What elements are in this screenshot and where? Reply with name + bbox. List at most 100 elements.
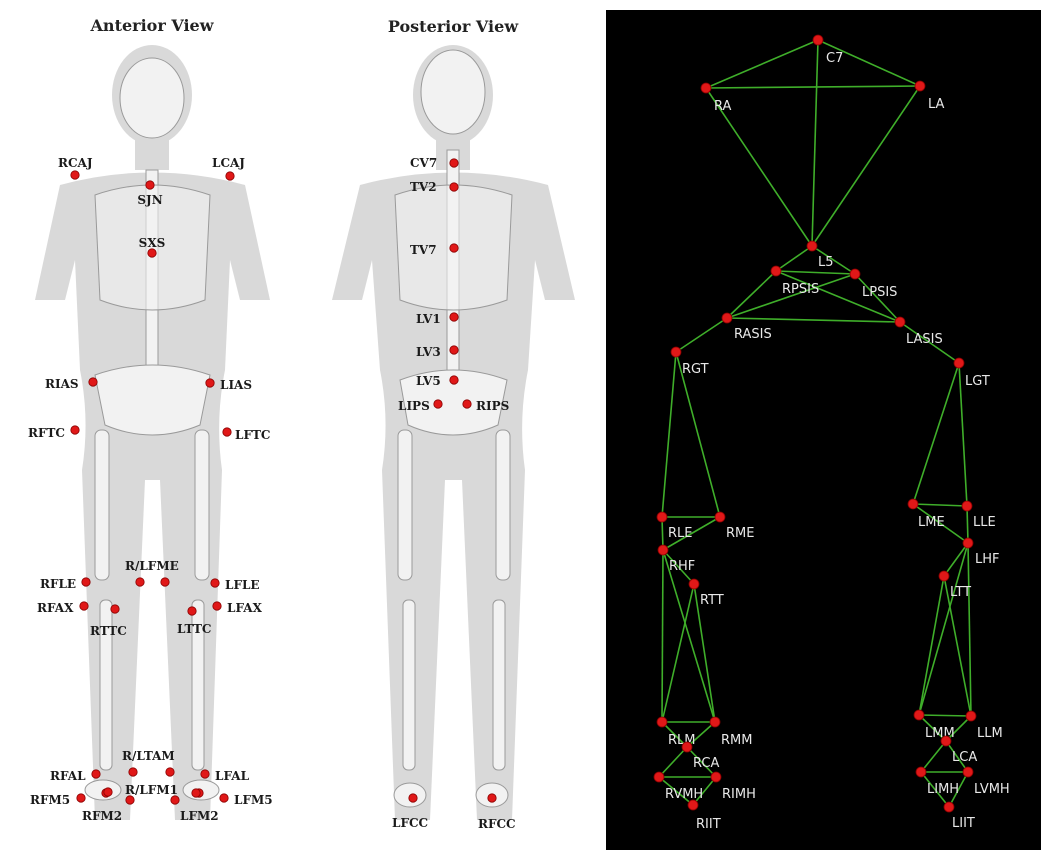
marker-label-lttc: LTTC <box>177 622 211 636</box>
marker-dot-tv2 <box>450 183 458 191</box>
marker-label-lfle: LFLE <box>225 578 260 592</box>
marker-label-sxs: SXS <box>139 236 166 250</box>
mocap-dot-liit <box>944 802 954 812</box>
marker-dot-extra-1 <box>104 788 112 796</box>
posterior-view-title: Posterior View <box>388 17 519 36</box>
marker-label-lcaj: LCAJ <box>212 156 245 170</box>
mocap-dot-rgt <box>671 347 681 357</box>
marker-dot-rltam <box>129 768 137 776</box>
marker-dot-rfax <box>80 602 88 610</box>
mocap-label-rmm: RMM <box>721 733 752 748</box>
mocap-label-rimh: RIMH <box>722 787 756 802</box>
mocap-label-riit: RIIT <box>696 817 721 832</box>
edge-lhf-lmm <box>919 543 968 715</box>
mocap-label-lhf: LHF <box>975 552 1000 567</box>
edge-lgt-lme <box>913 363 959 504</box>
mocap-dot-la <box>915 81 925 91</box>
mocap-label-c7: C7 <box>826 51 843 66</box>
edge-ra-la <box>706 86 920 88</box>
mocap-dot-rvmh <box>654 772 664 782</box>
marker-label-lfm5: LFM5 <box>234 793 273 807</box>
edge-la-l5 <box>812 86 920 246</box>
mocap-dot-l5 <box>807 241 817 251</box>
marker-dot-rlfm1 <box>166 768 174 776</box>
mocap-label-lle: LLE <box>973 515 996 530</box>
mocap-dot-ra <box>701 83 711 93</box>
mocap-label-lpsis: LPSIS <box>862 285 897 300</box>
marker-label-lv5: LV5 <box>416 374 441 388</box>
marker-dot-rfm5 <box>77 794 85 802</box>
marker-dot-rfle <box>82 578 90 586</box>
edge-c7-ra <box>706 40 818 88</box>
edge-rhf-rlm <box>662 550 663 722</box>
edge-rtt-rlm <box>662 584 694 722</box>
mocap-dot-lca <box>941 736 951 746</box>
mocap-dot-lme <box>908 499 918 509</box>
marker-dot-rlfme <box>136 578 144 586</box>
mocap-label-lasis: LASIS <box>906 332 943 347</box>
marker-label-lv3: LV3 <box>416 345 441 359</box>
marker-dot-extra-3 <box>171 796 179 804</box>
mocap-label-liit: LIIT <box>952 816 975 831</box>
mocap-label-rpsis: RPSIS <box>782 282 819 297</box>
mocap-dot-lpsis <box>850 269 860 279</box>
edge-rca-rvmh <box>659 747 687 777</box>
mocap-label-rme: RME <box>726 526 754 541</box>
mocap-dot-lhf <box>963 538 973 548</box>
marker-label-rlfm1: R/LFM1 <box>125 783 178 797</box>
marker-label-rips: RIPS <box>476 399 509 413</box>
mocap-dot-rle <box>657 512 667 522</box>
mocap-skeleton: C7RALAL5RPSISLPSISRASISLASISRGTLGTRLERME… <box>606 10 1041 850</box>
marker-dot-rfal <box>92 770 100 778</box>
marker-label-rltam: R/LTAM <box>122 749 175 763</box>
marker-label-rfm2: RFM2 <box>82 809 122 823</box>
mocap-label-rca: RCA <box>693 756 719 771</box>
marker-label-lftc: LFTC <box>235 428 270 442</box>
marker-label-tv2: TV2 <box>410 180 437 194</box>
marker-label-rfcc: RFCC <box>478 817 516 831</box>
marker-dot-extra-2 <box>126 796 134 804</box>
marker-dot-lftc <box>223 428 231 436</box>
mocap-edges <box>659 40 971 807</box>
marker-label-cv7: CV7 <box>410 156 437 170</box>
mocap-dot-rimh <box>711 772 721 782</box>
edge-lle-lhf <box>967 506 968 543</box>
mocap-label-rgt: RGT <box>682 362 709 377</box>
mocap-dot-rca <box>682 742 692 752</box>
mocap-dot-rmm <box>710 717 720 727</box>
mocap-label-rasis: RASIS <box>734 327 772 342</box>
mocap-dot-lle <box>962 501 972 511</box>
marker-label-rttc: RTTC <box>90 624 127 638</box>
edge-ltt-lmm <box>919 576 944 715</box>
mocap-label-rtt: RTT <box>700 593 724 608</box>
mocap-dot-lgt <box>954 358 964 368</box>
edge-l5-rpsis <box>776 246 812 271</box>
mocap-dot-llm <box>966 711 976 721</box>
marker-label-lfax: LFAX <box>227 601 263 615</box>
marker-dot-lv1 <box>450 313 458 321</box>
edge-rhf-rmm <box>663 550 715 722</box>
mocap-dot-lmm <box>914 710 924 720</box>
edge-lca-limh <box>921 741 946 772</box>
anatomy-panel: Anterior View Posterior View RCAJLCAJSJN… <box>0 0 600 850</box>
mocap-dot-rtt <box>689 579 699 589</box>
edge-lhf-ltt <box>944 543 968 576</box>
marker-label-rfm5: RFM5 <box>30 793 70 807</box>
marker-label-lfm2: LFM2 <box>180 809 219 823</box>
mocap-label-rle: RLE <box>668 526 693 541</box>
marker-label-tv7: TV7 <box>410 243 437 257</box>
marker-label-sjn: SJN <box>137 193 162 207</box>
edge-c7-l5 <box>812 40 818 246</box>
marker-dot-rcaj <box>71 171 79 179</box>
mocap-dot-rlm <box>657 717 667 727</box>
edge-rasis-rgt <box>676 318 727 352</box>
anterior-view-title: Anterior View <box>90 16 215 35</box>
marker-dot-lv5 <box>450 376 458 384</box>
marker-dot-lttc <box>188 607 196 615</box>
mocap-dot-limh <box>916 767 926 777</box>
edge-rasis-lasis <box>727 318 900 322</box>
edge-lhf-llm <box>968 543 971 716</box>
marker-dot-lfle <box>211 579 219 587</box>
mocap-dot-lvmh <box>963 767 973 777</box>
